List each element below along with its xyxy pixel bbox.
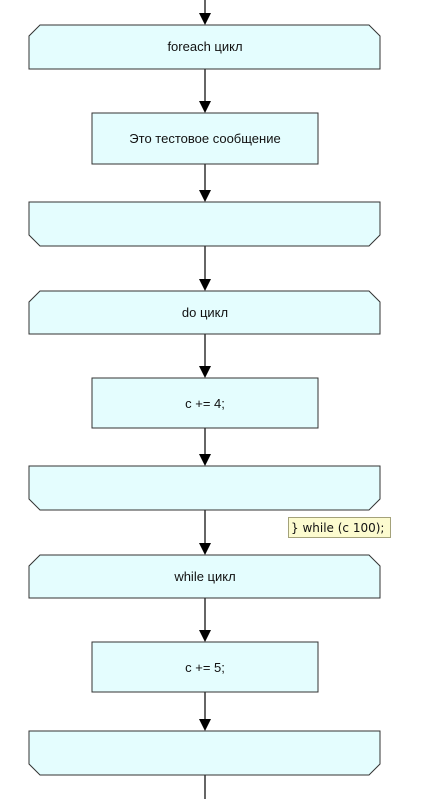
edge-action3-to-loop3-end <box>199 692 211 731</box>
edge-loop3-start-to-action3 <box>199 598 211 642</box>
process-block-message: Это тестовое сообщение <box>91 112 319 165</box>
edge-action1-to-loop1-end <box>199 164 211 202</box>
edge-loop2-end-to-loop3-start <box>199 510 211 555</box>
loop-start-while: while цикл <box>28 554 381 599</box>
loop-start-label: while цикл <box>173 569 235 584</box>
note-text: } while (c 100); <box>291 521 384 535</box>
process-label: c += 5; <box>185 660 225 675</box>
edge-top-to-loop1-start <box>199 0 211 25</box>
process-label: c += 4; <box>185 396 225 411</box>
loop-end-while <box>28 730 381 776</box>
process-block-c-plus-5: c += 5; <box>91 641 319 693</box>
loop-start-label: foreach цикл <box>167 39 242 54</box>
edge-action2-to-loop2-end <box>199 428 211 466</box>
edges <box>199 0 211 799</box>
process-block-c-plus-4: c += 4; <box>91 377 319 429</box>
loop-start-foreach: foreach цикл <box>28 24 381 70</box>
process-label: Это тестовое сообщение <box>129 131 280 146</box>
edge-loop2-start-to-action2 <box>199 334 211 378</box>
loop-start-do: do цикл <box>28 290 381 335</box>
edge-loop1-start-to-action1 <box>199 69 211 113</box>
loop-start-label: do цикл <box>182 305 228 320</box>
loop-condition-note: } while (c 100); <box>288 517 391 538</box>
loop-end-foreach <box>28 201 381 247</box>
edge-loop1-end-to-loop2-start <box>199 246 211 291</box>
loop-end-do <box>28 465 381 511</box>
